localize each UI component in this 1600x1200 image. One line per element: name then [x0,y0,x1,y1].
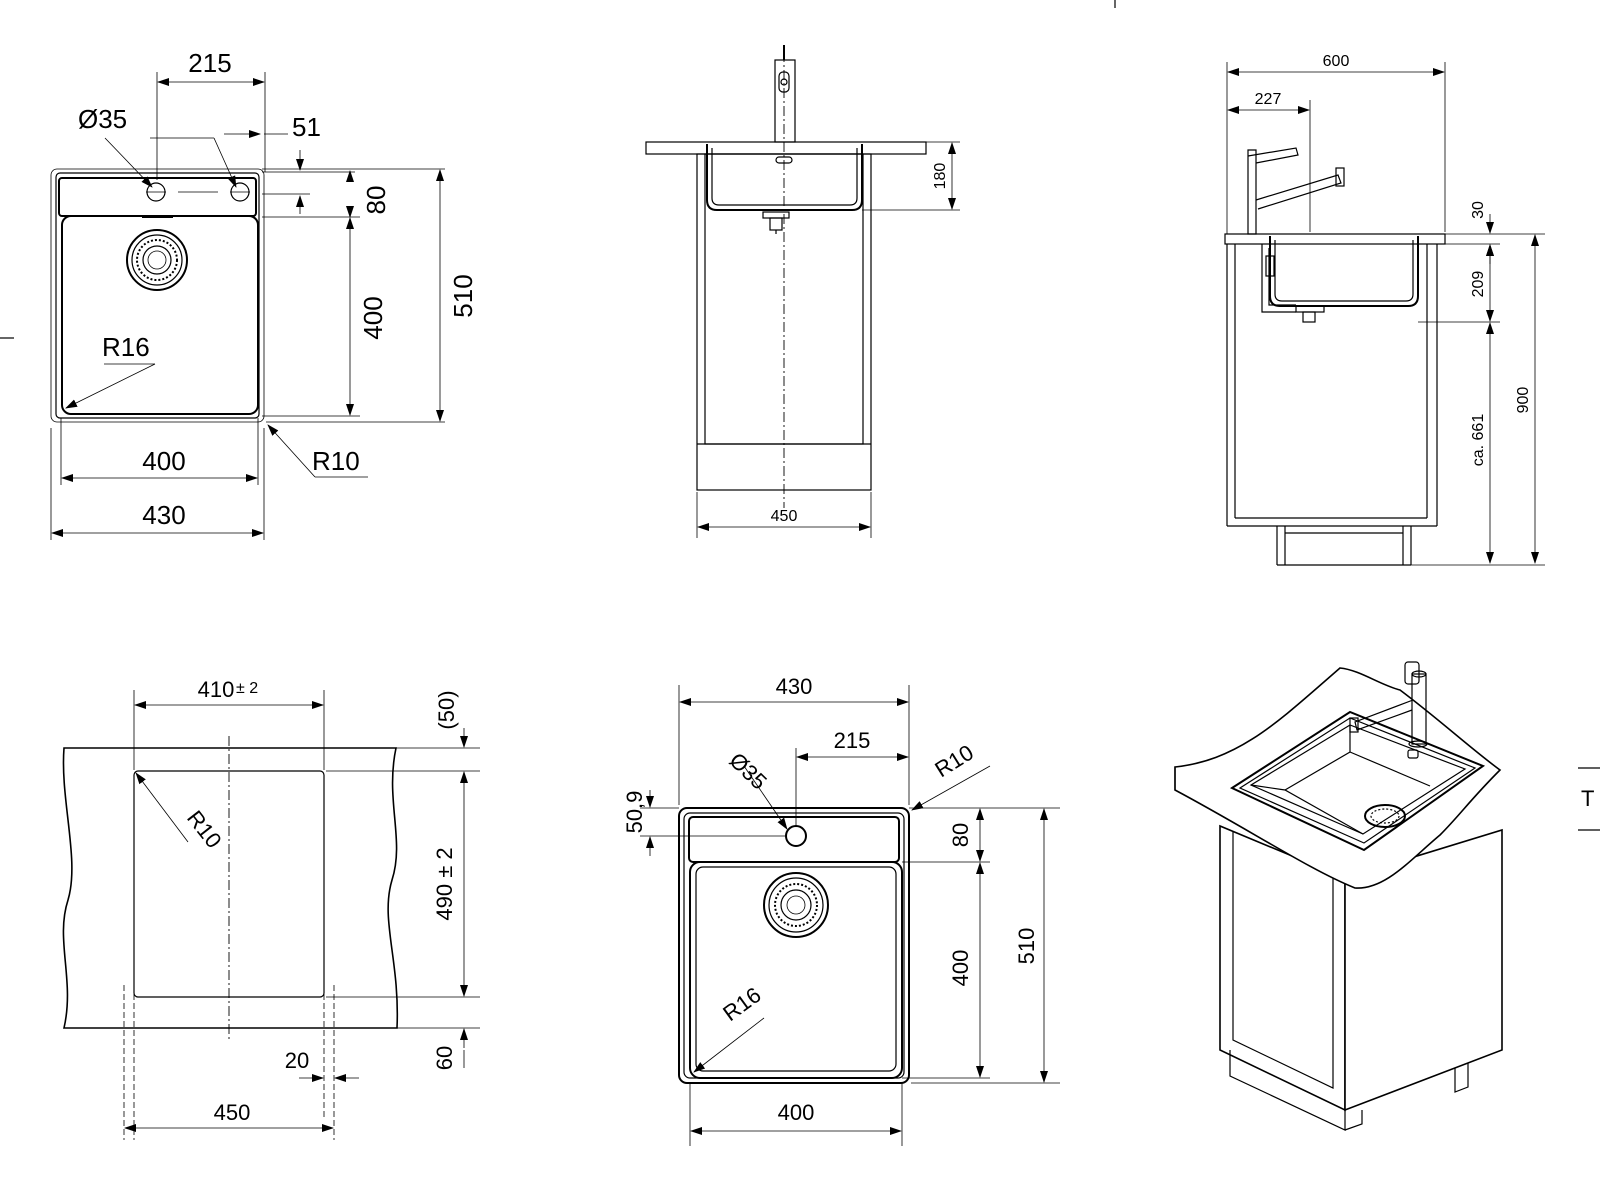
dimension-lines [124,690,480,1132]
dimension-lines [640,685,1060,1146]
dimension-lines [50,72,445,540]
dimension-labels: 410 ± 2 (50) 490 ± 2 60 20 450 R10 [182,677,459,1125]
dim-bowl-width: 400 [778,1100,815,1125]
dim-top-margin: (50) [434,690,459,729]
cabinet-body [1226,244,1438,566]
dim-overall-width: 430 [142,500,185,530]
dim-hole-spacing: 215 [188,48,231,78]
dim-cut-width-tolerance: ± 2 [236,680,258,697]
dimension-labels: 215 Ø35 51 80 400 510 R16 R10 400 430 [78,48,478,530]
dim-hole-offset: 215 [834,728,871,753]
sink-bowl-section [706,144,863,211]
isometric-cabinet-view [1174,661,1503,1131]
worktop [645,141,927,155]
dimension-labels: 600 227 30 209 ca. 661 900 [1255,53,1532,466]
sink-bowl-iso [1229,710,1486,852]
front-cabinet-view: 180 450 [645,45,960,538]
dim-outer-radius: R10 [312,446,360,476]
dim-bowl-length: 400 [948,950,973,987]
drain-strainer-icon [763,872,829,938]
waste-pipe-icon [1261,244,1296,313]
sink-outline [50,168,265,423]
worktop-outline [62,747,399,1029]
drain-strainer-icon [126,229,188,291]
dim-bottom-margin: 60 [432,1046,457,1070]
sink-outline [678,807,910,1084]
sink-bowl-section [1269,236,1419,323]
cabinet-body [1219,824,1503,1131]
worktop [1224,233,1446,245]
dim-overall-length: 510 [1014,928,1039,965]
dim-cut-length: 490 ± 2 [432,847,457,920]
dim-floor-to-bowl: ca. 661 [1470,414,1487,467]
top-plan-view: 215 Ø35 51 80 400 510 R16 R10 400 430 [50,48,478,540]
bottom-plan-view: 430 215 Ø35 R10 50,9 80 400 510 R16 400 [622,674,1060,1146]
sheet-edge-marks: T [0,0,1600,831]
dim-outer-radius: R10 [930,740,977,783]
dim-overall-length: 510 [448,274,478,317]
dim-deck-depth: 80 [948,823,973,847]
dim-bowl-width: 400 [142,446,185,476]
dim-edge-offset: 20 [285,1048,309,1073]
dim-bowl-length: 400 [358,296,388,339]
dim-worktop-height: 900 [1515,387,1532,414]
dim-bowl-radius: R16 [102,332,150,362]
worktop [1174,667,1502,889]
dim-cabinet-width: 450 [214,1100,251,1125]
dimension-labels: 180 450 [771,163,949,525]
dim-deck-depth: 80 [361,186,391,215]
dim-hole-offset: 51 [292,112,321,142]
dimension-lines [1226,62,1545,566]
dim-cabinet-width: 450 [771,508,798,525]
dimension-lines [696,141,960,538]
cabinet-side-markers [123,985,335,1140]
dim-overall-width: 430 [776,674,813,699]
dim-hole-diameter: Ø35 [725,748,772,795]
dim-rim: 30 [1470,201,1487,219]
tap-holes [146,182,250,202]
faucet-icon [1349,661,1428,759]
worktop-cutout-view: 410 ± 2 (50) 490 ± 2 60 20 450 R10 [62,677,480,1140]
dim-hole-position: 50,9 [622,791,647,834]
dim-tap-offset: 227 [1255,91,1282,108]
faucet-icon [1247,147,1345,235]
side-cabinet-view: 600 227 30 209 ca. 661 900 [1224,53,1545,566]
dim-bowl-radius: R16 [718,982,765,1026]
dim-cut-width: 410 [198,677,235,702]
drain-waste-icon [762,211,790,234]
dim-bowl-depth: 209 [1470,271,1487,298]
dim-hole-diameter: Ø35 [78,104,127,134]
dim-bowl-depth: 180 [932,163,949,190]
tap-hole [785,825,807,847]
dim-overall: 600 [1323,53,1350,70]
faucet-icon [774,45,796,164]
edge-letter: T [1581,786,1594,811]
